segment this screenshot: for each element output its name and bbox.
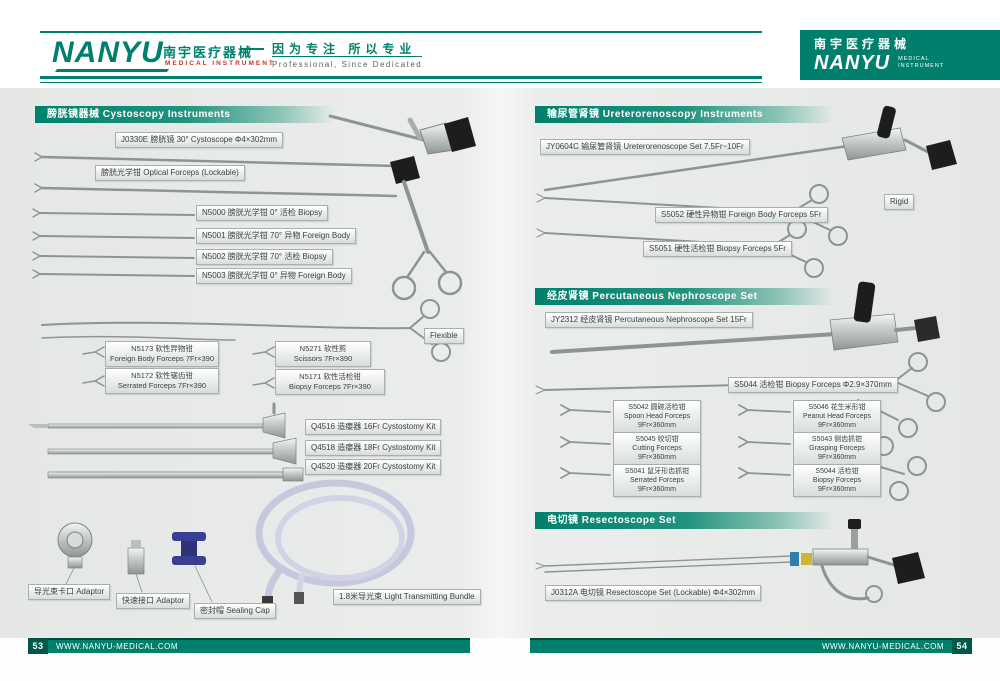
label-q4516: Q4516 造瘘器 16Fr Cystostomy Kit bbox=[305, 419, 442, 436]
label-cystoscope: J0330E 膀胱镜 30° Cystoscope Φ4×302mm bbox=[115, 132, 284, 149]
label-lightguide-adaptor: 导光束卡口 Adaptor bbox=[28, 584, 111, 601]
corner-brand-logo: NANYU bbox=[814, 52, 891, 74]
label-s5044-long: S5044 活检钳 Biopsy Forceps Φ2.9×370mm bbox=[728, 377, 898, 394]
label-s5046-line2: Peanut Head Forceps bbox=[802, 413, 872, 421]
label-s5043: S5043 侧齿抓钳 Grasping Forceps 9Fr×360mm bbox=[793, 432, 881, 466]
footer-url-right: WWW.NANYU-MEDICAL.COM bbox=[821, 642, 944, 651]
label-s5044-grid-line1: S5044 活检钳 bbox=[815, 468, 859, 475]
page-number-right: 54 bbox=[952, 639, 972, 654]
label-s5046: S5046 花生米形钳 Peanut Head Forceps 9Fr×360m… bbox=[793, 400, 881, 434]
header-rule-bottom-thin bbox=[40, 82, 762, 83]
label-quick-adaptor: 快速接口 Adaptor bbox=[116, 593, 191, 610]
label-n5173-line2: Foreign Body Forceps 7Fr×390 bbox=[109, 353, 214, 363]
label-s5045-line1: S5045 绞切钳 bbox=[635, 436, 679, 443]
label-s5043-line3: 9Fr×360mm bbox=[818, 454, 856, 462]
label-optical-forceps: 膀胱光学钳 Optical Forceps (Lockable) bbox=[95, 165, 245, 182]
label-s5046-line1: S5046 花生米形钳 bbox=[808, 404, 866, 411]
label-s5044-grid: S5044 活检钳 Biopsy Forceps 9Fr×360mm bbox=[793, 464, 881, 498]
section-title-ureterorenoscopy: 输尿管肾镜 Ureterorenoscopy Instruments bbox=[535, 106, 835, 123]
label-s5042-line2: Spoon Head Forceps bbox=[623, 413, 691, 421]
slogan-dash bbox=[240, 48, 264, 50]
label-s5052: S5052 硬性异物钳 Foreign Body Forceps 5Fr bbox=[655, 207, 828, 224]
label-ureterorenoscope: JY0604C 输尿管肾镜 Ureterorenoscope Set 7.5Fr… bbox=[540, 139, 750, 156]
corner-brand-cn: 南宇医疗器械 bbox=[814, 37, 911, 51]
label-n5172-line1: N5172 软性锯齿钳 bbox=[131, 371, 193, 380]
label-s5042-line1: S5042 圆碗活检钳 bbox=[628, 404, 686, 411]
label-sealing-cap: 密封帽 Sealing Cap bbox=[194, 603, 276, 620]
slogan-divider bbox=[272, 56, 422, 57]
label-s5041-line3: 9Fr×360mm bbox=[638, 486, 676, 494]
slogan-en: Professional, Since Dedicated bbox=[272, 60, 423, 69]
label-s5045-line3: 9Fr×360mm bbox=[638, 454, 676, 462]
corner-sub-line2: INSTRUMENT bbox=[898, 63, 945, 70]
corner-brand-sub: MEDICAL INSTRUMENT bbox=[898, 56, 944, 73]
label-n5171-line2: Biopsy Forceps 7Fr×390 bbox=[289, 381, 371, 391]
label-s5042: S5042 圆碗活检钳 Spoon Head Forceps 9Fr×360mm bbox=[613, 400, 701, 434]
label-s5042-line3: 9Fr×360mm bbox=[638, 422, 676, 430]
label-rigid: Rigid bbox=[884, 194, 915, 211]
label-n5172: N5172 软性锯齿钳 Serrated Forceps 7Fr×390 bbox=[105, 368, 219, 394]
section-title-cystoscopy: 膀胱镜器械 Cystoscopy Instruments bbox=[35, 106, 335, 123]
header-rule-bottom-thick bbox=[40, 76, 762, 79]
label-n5002: N5002 膀胱光学钳 70° 活检 Biopsy bbox=[196, 249, 333, 266]
label-s5044-grid-line3: 9Fr×360mm bbox=[818, 486, 856, 494]
label-s5045: S5045 绞切钳 Cutting Forceps 9Fr×360mm bbox=[613, 432, 701, 466]
label-s5046-line3: 9Fr×360mm bbox=[818, 422, 856, 430]
label-n5171-line1: N5171 软性活检钳 bbox=[299, 372, 361, 381]
brand-subtitle: MEDICAL INSTRUMENT bbox=[165, 60, 275, 67]
brand-name-cn: 南宇医疗器械 bbox=[163, 45, 254, 60]
label-flexible: Flexible bbox=[424, 328, 464, 345]
section-title-resectoscope: 电切镜 Resectoscope Set bbox=[535, 512, 835, 529]
label-n5271-line2: Scissors 7Fr×390 bbox=[293, 353, 353, 363]
label-n5173-line1: N5173 软性异物钳 bbox=[131, 344, 193, 353]
label-n5172-line2: Serrated Forceps 7Fr×390 bbox=[117, 380, 207, 390]
label-s5041: S5041 鼠牙形齿抓钳 Serrated Forceps 9Fr×360mm bbox=[613, 464, 701, 498]
label-s5045-line2: Cutting Forceps bbox=[632, 445, 682, 453]
label-s5041-line2: Serrated Forceps bbox=[629, 477, 685, 485]
label-resectoscope: J0312A 电切镜 Resectoscope Set (Lockable) Φ… bbox=[545, 585, 762, 602]
page-number-left: 53 bbox=[28, 639, 48, 654]
brand-logo: NANYU bbox=[52, 36, 164, 69]
footer-right: WWW.NANYU-MEDICAL.COM 54 bbox=[530, 638, 972, 654]
label-s5044-grid-line2: Biopsy Forceps bbox=[812, 477, 862, 485]
label-n5271: N5271 软性剪 Scissors 7Fr×390 bbox=[275, 341, 371, 367]
label-q4520: Q4520 造瘘器 20Fr Cystostomy Kit bbox=[305, 459, 442, 476]
label-n5173: N5173 软性异物钳 Foreign Body Forceps 7Fr×390 bbox=[105, 341, 219, 367]
corner-sub-line1: MEDICAL bbox=[898, 55, 930, 62]
logo-underline bbox=[54, 69, 170, 72]
label-light-bundle: 1.8米导光束 Light Transmitting Bundle bbox=[333, 589, 481, 606]
label-s5041-line1: S5041 鼠牙形齿抓钳 bbox=[624, 468, 690, 475]
footer-url-left: WWW.NANYU-MEDICAL.COM bbox=[56, 642, 179, 651]
label-nephroscope: JY2312 经皮肾镜 Percutaneous Nephroscope Set… bbox=[545, 312, 753, 329]
label-n5000: N5000 膀胱光学钳 0° 活检 Biopsy bbox=[196, 205, 329, 222]
header-rule-top bbox=[40, 31, 762, 33]
corner-brand-block: 南宇医疗器械 NANYU MEDICAL INSTRUMENT bbox=[800, 30, 1000, 80]
section-title-nephroscope: 经皮肾镜 Percutaneous Nephroscope Set bbox=[535, 288, 835, 305]
label-n5171: N5171 软性活检钳 Biopsy Forceps 7Fr×390 bbox=[275, 369, 385, 395]
label-s5043-line2: Grasping Forceps bbox=[809, 445, 865, 453]
label-q4518: Q4518 造瘘器 18Fr Cystostomy Kit bbox=[305, 440, 442, 457]
page-header: NANYU 南宇医疗器械 MEDICAL INSTRUMENT 因为专注 所以专… bbox=[0, 0, 1000, 88]
label-n5003: N5003 膀胱光学钳 0° 异物 Foreign Body bbox=[196, 268, 352, 285]
slogan-cn: 因为专注 所以专业 bbox=[272, 42, 417, 56]
footer-left: 53 WWW.NANYU-MEDICAL.COM bbox=[28, 638, 470, 654]
label-s5043-line1: S5043 侧齿抓钳 bbox=[811, 436, 863, 443]
label-n5271-line1: N5271 软性剪 bbox=[299, 344, 347, 353]
label-s5051: S5051 硬性活检钳 Biopsy Forceps 5Fr bbox=[643, 241, 792, 258]
label-n5001: N5001 膀胱光学钳 70° 异物 Foreign Body bbox=[196, 228, 357, 245]
